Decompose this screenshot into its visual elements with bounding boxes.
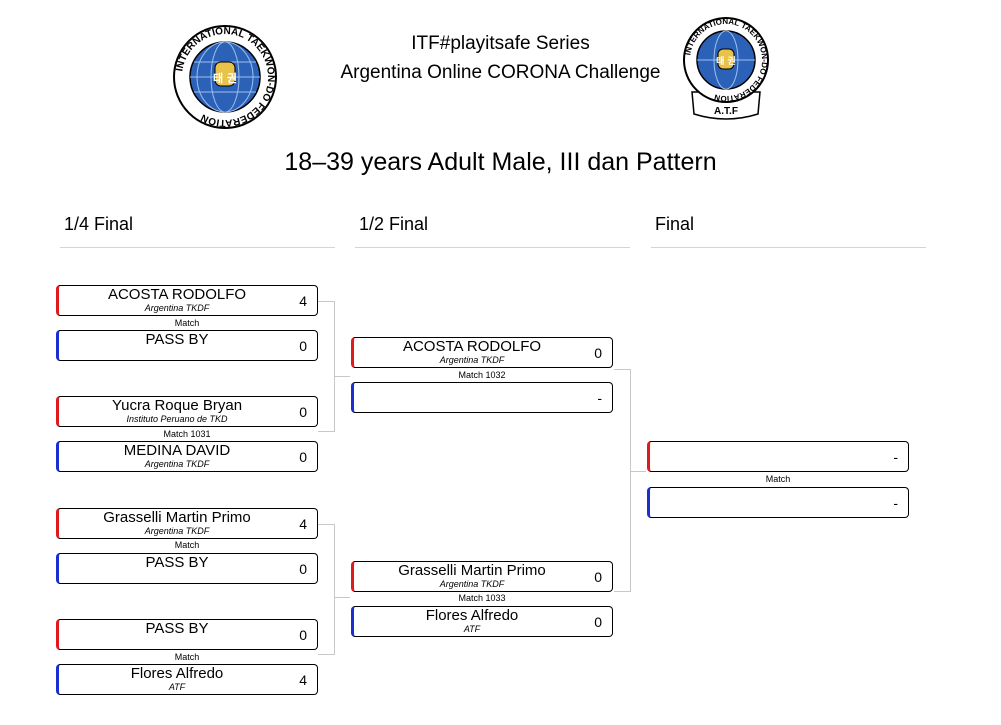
competitor-club: Argentina TKDF	[144, 526, 210, 536]
round-header-semifinal: 1/2 Final	[355, 214, 630, 248]
qf2-match-label: Match 1031	[163, 429, 211, 439]
competitor-name: Grasselli Martin Primo	[398, 562, 546, 579]
connector-sf1-sf2	[614, 369, 631, 592]
competitor-club: Instituto Peruano de TKD	[126, 414, 228, 424]
competitor-score: -	[893, 495, 898, 511]
final-blue-competitor[interactable]: -	[647, 487, 909, 518]
competitor-name: Flores Alfredo	[425, 607, 519, 624]
itf-logo-left: INTERNATIONAL TAEKWON-DO FEDERATION 태 권	[172, 24, 278, 130]
qf4-match-label: Match	[174, 652, 200, 662]
competitor-club: ATF	[168, 682, 186, 692]
connector-to-sf2	[335, 597, 350, 598]
competitor-name: ACOSTA RODOLFO	[402, 338, 542, 355]
atf-logo-right: INTERNATIONAL TAEKWON-DO FEDERATION 태 권 …	[678, 14, 774, 126]
competitor-name: PASS BY	[145, 554, 209, 571]
right-logo-korean: 태 권	[716, 55, 736, 67]
connector-to-final	[631, 471, 646, 472]
connector-to-sf1	[335, 376, 350, 377]
qf4-blue-competitor[interactable]: Flores Alfredo ATF 4	[56, 664, 318, 695]
event-name-title: Argentina Online CORONA Challenge	[340, 62, 661, 83]
competitor-score: 0	[299, 404, 307, 420]
sf1-match-label: Match 1032	[458, 370, 506, 380]
competitor-name: ACOSTA RODOLFO	[107, 286, 247, 303]
competitor-club: ATF	[463, 624, 481, 634]
competitor-score: 0	[299, 449, 307, 465]
qf2-blue-competitor[interactable]: MEDINA DAVID Argentina TKDF 0	[56, 441, 318, 472]
connector-qf3-qf4	[318, 524, 335, 655]
qf3-red-competitor[interactable]: Grasselli Martin Primo Argentina TKDF 4	[56, 508, 318, 539]
qf4-red-competitor[interactable]: PASS BY 0	[56, 619, 318, 650]
sf1-red-competitor[interactable]: ACOSTA RODOLFO Argentina TKDF 0	[351, 337, 613, 368]
qf1-blue-competitor[interactable]: PASS BY 0	[56, 330, 318, 361]
competitor-club: Argentina TKDF	[144, 303, 210, 313]
competitor-club: Argentina TKDF	[439, 579, 505, 589]
qf1-match-label: Match	[174, 318, 200, 328]
competitor-name: Yucra Roque Bryan	[111, 397, 243, 414]
sf2-red-competitor[interactable]: Grasselli Martin Primo Argentina TKDF 0	[351, 561, 613, 592]
sf2-blue-competitor[interactable]: Flores Alfredo ATF 0	[351, 606, 613, 637]
competitor-score: 0	[299, 338, 307, 354]
competitor-score: 0	[299, 561, 307, 577]
competitor-score: 0	[594, 614, 602, 630]
competitor-score: -	[597, 390, 602, 406]
competitor-name: PASS BY	[145, 620, 209, 637]
connector-qf1-qf2	[318, 301, 335, 432]
competitor-name: Flores Alfredo	[130, 665, 224, 682]
competitor-score: 4	[299, 672, 307, 688]
qf1-red-competitor[interactable]: ACOSTA RODOLFO Argentina TKDF 4	[56, 285, 318, 316]
qf2-red-competitor[interactable]: Yucra Roque Bryan Instituto Peruano de T…	[56, 396, 318, 427]
final-match-label: Match	[765, 474, 791, 484]
competitor-score: -	[893, 449, 898, 465]
competitor-score: 4	[299, 516, 307, 532]
round-header-quarterfinal: 1/4 Final	[60, 214, 335, 248]
competitor-club: Argentina TKDF	[439, 355, 505, 365]
event-series-title: ITF#playitsafe Series	[411, 33, 590, 54]
sf1-blue-competitor[interactable]: -	[351, 382, 613, 413]
competitor-name: PASS BY	[145, 331, 209, 348]
competitor-score: 0	[594, 569, 602, 585]
round-header-final: Final	[651, 214, 926, 248]
left-logo-korean: 태 권	[213, 71, 237, 85]
competitor-club: Argentina TKDF	[144, 459, 210, 469]
final-red-competitor[interactable]: -	[647, 441, 909, 472]
competitor-name: MEDINA DAVID	[123, 442, 231, 459]
competitor-name: Grasselli Martin Primo	[103, 509, 251, 526]
category-title: 18–39 years Adult Male, III dan Pattern	[284, 148, 717, 176]
competitor-score: 4	[299, 293, 307, 309]
qf3-match-label: Match	[174, 540, 200, 550]
sf2-match-label: Match 1033	[458, 593, 506, 603]
qf3-blue-competitor[interactable]: PASS BY 0	[56, 553, 318, 584]
competitor-score: 0	[299, 627, 307, 643]
right-logo-caption: A.T.F	[714, 106, 738, 117]
competitor-score: 0	[594, 345, 602, 361]
